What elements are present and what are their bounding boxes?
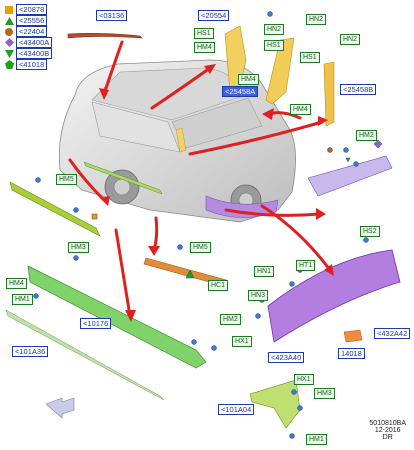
legend-code[interactable]: <43400B [16,48,53,59]
tag-hn2[interactable]: HN2 [340,34,361,45]
legend: <20878 <25556 <22404 <43400A <43400B <41… [4,4,64,70]
tag-hn3[interactable]: HN3 [248,290,269,301]
tag-hm1[interactable]: HM1 [306,434,327,445]
legend-code[interactable]: <20878 [16,4,48,15]
tag-hm4[interactable]: HM4 [238,74,259,85]
tag-hn1[interactable]: HN1 [254,266,275,277]
callout-101a04[interactable]: <101A04 [218,404,255,415]
tag-hn2[interactable]: HN2 [264,24,285,35]
tag-ht1[interactable]: HT1 [296,260,316,271]
footer: 5010810BA 12-2016 DR [369,420,406,441]
drawing-region: DR [382,434,393,441]
tag-hs1[interactable]: HS1 [194,28,214,39]
callout-03136[interactable]: <03136 [96,10,128,21]
callout-14018[interactable]: 14018 [338,348,365,359]
down-triangle-icon [4,49,14,59]
tag-hm4[interactable]: HM4 [194,42,215,53]
drawing-code: 5010810BA [369,420,406,427]
tag-hm1[interactable]: HM1 [12,294,33,305]
red-arrows [68,40,332,318]
tag-hn2[interactable]: HN2 [306,14,327,25]
legend-item: <22404 [4,26,64,37]
tag-hm5[interactable]: HM5 [190,242,211,253]
pentagon-icon [4,60,14,70]
tag-hm2[interactable]: HM2 [356,130,377,141]
pillar-trim-c [323,61,335,127]
bracket-14018 [343,329,363,343]
diamond-icon [4,38,14,48]
tag-hs2[interactable]: HS2 [360,226,380,237]
square-icon [4,5,14,15]
roof-moulding-part [67,33,143,39]
tag-hx1[interactable]: HX1 [232,336,252,347]
rear-bumper-cover [267,249,401,343]
legend-code[interactable]: <25556 [16,15,48,26]
drawing-date: 12-2016 [374,427,401,434]
legend-item: <43400B [4,48,64,59]
sill-moulding-upper [9,181,101,237]
sill-panel-green [27,265,207,369]
arrowheads [99,64,334,322]
callout-25458a[interactable]: <25458A [222,86,259,97]
legend-item: <43400A [4,37,64,48]
callout-10176[interactable]: <10176 [80,318,112,329]
callout-432a42[interactable]: <432A42 [374,328,411,339]
callout-423a40[interactable]: <423A40 [268,352,305,363]
legend-code[interactable]: <22404 [16,26,48,37]
legend-item: <41018 [4,59,64,70]
legend-code[interactable]: <43400A [16,37,53,48]
callout-101a36[interactable]: <101A36 [12,346,49,357]
tag-hx1[interactable]: HX1 [294,374,314,385]
tag-hs1[interactable]: HS1 [264,40,284,51]
front-bracket-part [249,379,301,429]
tag-hm4[interactable]: HM4 [290,104,311,115]
front-direction-arrow [45,397,75,419]
legend-item: <20878 [4,4,64,15]
sill-strip-lower [5,309,165,401]
rear-bumper-reinforcement [307,155,393,197]
circle-icon [4,27,14,37]
callout-25458b[interactable]: <25458B [340,84,377,95]
tag-hm5[interactable]: HM5 [56,174,77,185]
tag-hm3[interactable]: HM3 [314,388,335,399]
tag-hs1[interactable]: HS1 [300,52,320,63]
triangle-icon [4,16,14,26]
tag-hc1[interactable]: HC1 [208,280,229,291]
tag-hm3[interactable]: HM3 [68,242,89,253]
vehicle-body [58,59,296,223]
tag-hm2[interactable]: HM2 [220,314,241,325]
pillar-trim-b [265,37,295,105]
callout-20554[interactable]: <20554 [198,10,230,21]
tag-hm4[interactable]: HM4 [6,278,27,289]
legend-code[interactable]: <41018 [16,59,48,70]
legend-item: <25556 [4,15,64,26]
